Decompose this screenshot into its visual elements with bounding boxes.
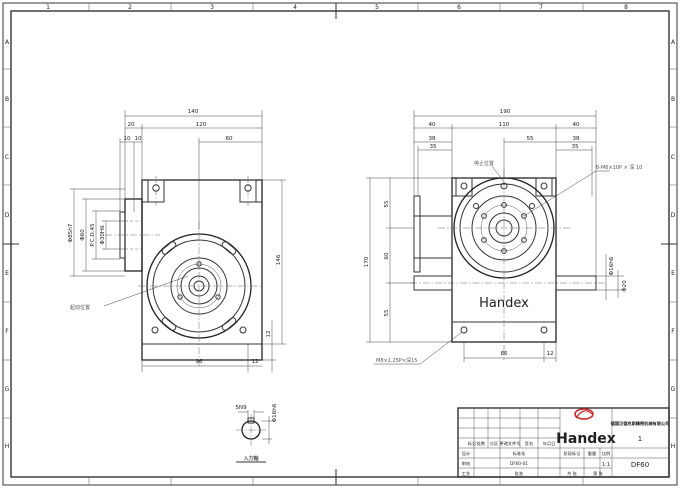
dim-35-left: 35 — [429, 144, 437, 150]
label-start-position: 起动位置 — [70, 304, 90, 311]
sheet-number: 1 — [638, 435, 642, 443]
rev-header: 处数 — [477, 440, 486, 447]
col-label: 4 — [293, 4, 297, 11]
drawing-code: DF60-01 — [510, 461, 528, 466]
dim-40-left: 40 — [428, 122, 436, 128]
label-mount-holes: M8×1.25P×深15 — [376, 357, 417, 364]
dim-60: 60 — [225, 136, 233, 142]
rev-header: 更改文件号 — [500, 440, 521, 447]
col-label: 5 — [375, 4, 379, 11]
dim-12-bottom: 12 — [251, 359, 258, 365]
row-label: B — [5, 96, 9, 103]
dim-120: 120 — [196, 122, 207, 128]
title-block: Handex 德国汉德克斯精密机械有限公司 标记 处数 分区 更改文件号 签名 … — [457, 407, 670, 478]
dim-12-right: 12 — [266, 330, 272, 337]
dim-55-upper: 55 — [384, 200, 390, 208]
row-label: A — [5, 39, 10, 46]
row-label: E — [671, 270, 675, 277]
dim-20: 20 — [127, 122, 135, 128]
dim-38-right: 38 — [572, 136, 580, 142]
dim-96: 96 — [195, 359, 203, 365]
dim-85h7: Φ85h7 — [68, 223, 74, 242]
tb-cell: 第 张 — [593, 470, 604, 477]
row-label: G — [671, 386, 676, 393]
dim-12-base: 12 — [546, 351, 553, 357]
label-tap-holes: 6-M6×10P × 深 10 — [596, 164, 642, 171]
dim-16h6-detail: Φ16h6 — [272, 403, 278, 422]
col-label: 3 — [210, 4, 214, 11]
label-input-shaft: 入力軸 — [243, 455, 258, 462]
dim-55-top: 55 — [526, 136, 534, 142]
col-label: 7 — [539, 4, 543, 11]
dim-40-right: 40 — [572, 122, 580, 128]
company-name: 德国汉德克斯精密机械有限公司 — [611, 420, 670, 427]
drawing-frame: 1 2 3 4 5 6 7 8 A B C D E F G H A B C D … — [2, 2, 678, 486]
col-label: 6 — [457, 4, 461, 11]
rev-header: 分区 — [490, 440, 498, 447]
input-shaft-detail: 5N9 Φ16h6 入力軸 — [235, 403, 278, 463]
rev-header: 年月日 — [543, 440, 556, 447]
tb-cell: 标准化 — [513, 450, 526, 457]
row-label: D — [5, 212, 10, 219]
dim-86: 86 — [500, 351, 508, 357]
dim-60-dia: Φ60 — [80, 229, 86, 241]
dim-170: 170 — [364, 256, 370, 267]
row-label: F — [671, 328, 675, 335]
side-view: Handex 190 40 110 40 38 55 38 35 35 — [364, 109, 642, 365]
model-number: DF60 — [631, 461, 649, 469]
dim-10b: 10 — [134, 136, 142, 142]
rev-header: 签名 — [525, 440, 533, 447]
row-label: C — [671, 154, 675, 161]
dim-38-left: 38 — [428, 136, 436, 142]
tb-cell: 工艺 — [462, 471, 470, 476]
row-label: H — [671, 443, 676, 450]
dim-20-dia: Φ20 — [622, 280, 628, 292]
front-view: 140 20 120 10 10 60 Φ85h7 Φ60 P.C.D.45 Φ… — [68, 109, 286, 372]
row-label: F — [5, 328, 9, 335]
row-label: H — [5, 443, 10, 450]
col-label: 8 — [624, 4, 628, 11]
row-label: E — [5, 270, 9, 277]
tb-cell: 比例 — [602, 450, 610, 457]
tb-cell: 批准 — [515, 470, 523, 477]
row-label: C — [5, 154, 9, 161]
label-stop-position: 停止位置 — [474, 160, 494, 167]
tb-cell: 重量 — [588, 450, 596, 457]
dim-55-lower: 55 — [384, 309, 390, 317]
brand-text-body: Handex — [479, 296, 529, 311]
dim-60-mid: 60 — [384, 252, 390, 260]
row-label: G — [5, 386, 10, 393]
col-label: 1 — [46, 4, 50, 11]
dim-35-right: 35 — [571, 144, 579, 150]
dim-pcd45: P.C.D.45 — [90, 223, 96, 247]
dim-140: 140 — [188, 109, 199, 115]
tb-cell: 共 张 — [567, 470, 578, 477]
dim-10a: 10 — [123, 136, 131, 142]
rev-header: 标记 — [468, 440, 477, 447]
tb-cell: 阶段标记 — [564, 450, 582, 457]
dim-190: 190 — [500, 109, 511, 115]
tb-cell: 设计 — [462, 450, 470, 457]
row-label: A — [671, 39, 676, 46]
col-label: 2 — [128, 4, 132, 11]
dim-30h6: Φ30H6 — [100, 225, 106, 245]
dim-110: 110 — [499, 122, 510, 128]
dim-5n9: 5N9 — [235, 405, 247, 411]
row-label: D — [671, 212, 676, 219]
tb-cell: 审核 — [462, 460, 471, 467]
row-label: B — [671, 96, 675, 103]
dim-16h6-side: Φ16h6 — [609, 256, 615, 275]
brand-text-logo: Handex — [556, 431, 616, 447]
handex-logo: Handex — [556, 408, 616, 447]
dim-146: 146 — [276, 254, 282, 265]
scale-value: 1:1 — [602, 462, 610, 468]
